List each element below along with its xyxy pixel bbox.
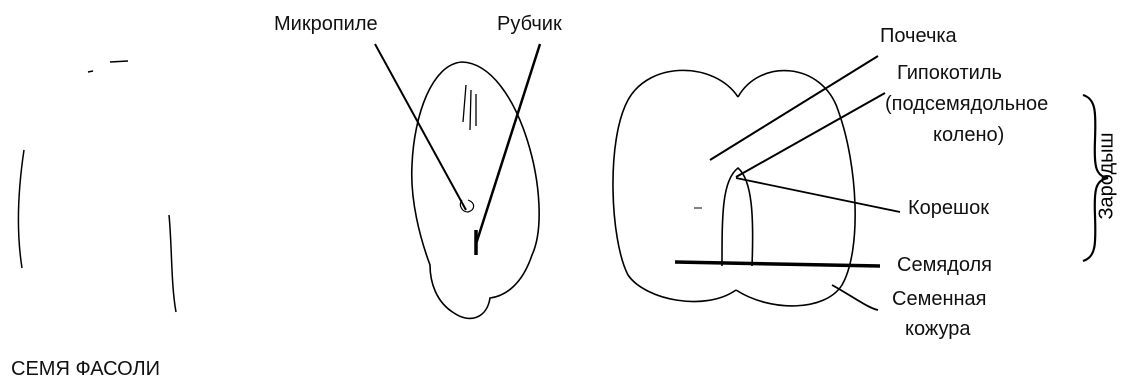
label-hilum: Рубчик bbox=[497, 13, 562, 36]
seed-coat-leader bbox=[832, 285, 878, 310]
seed-open-view bbox=[613, 70, 855, 306]
micropyle-mark bbox=[463, 85, 476, 130]
hypocotyl-leader bbox=[736, 93, 885, 177]
side-view-right-edge bbox=[169, 215, 176, 312]
side-view-top-dot bbox=[88, 71, 93, 72]
seed-side-view bbox=[18, 61, 176, 312]
diagram-title: СЕМЯ ФАСОЛИ bbox=[11, 358, 160, 381]
side-view-left-edge bbox=[18, 150, 24, 268]
label-cotyledon: Семядоля bbox=[897, 254, 992, 277]
side-view-top-mark bbox=[110, 61, 128, 62]
seed-hilum-view bbox=[412, 62, 539, 318]
label-seed-coat-1: Семенная bbox=[892, 288, 986, 311]
label-seed-coat-2: кожура bbox=[905, 318, 971, 341]
label-plumule: Почечка bbox=[880, 25, 957, 48]
label-hypocotyl-note-2: колено) bbox=[933, 124, 1004, 147]
label-hypocotyl-note-1: (подсемядольное bbox=[885, 93, 1048, 116]
label-embryo: Зародыш bbox=[1096, 132, 1119, 219]
cotyledon-leader bbox=[675, 262, 880, 266]
micropyle-leader bbox=[375, 44, 466, 210]
left-cotyledon-outline bbox=[613, 70, 738, 301]
radicle-outline bbox=[722, 168, 753, 266]
label-radicle: Корешок bbox=[908, 197, 989, 220]
radicle-leader bbox=[736, 178, 900, 212]
label-hypocotyl: Гипокотиль bbox=[897, 62, 1002, 85]
label-micropyle: Микропиле bbox=[274, 13, 378, 36]
hilum-leader bbox=[476, 44, 540, 244]
